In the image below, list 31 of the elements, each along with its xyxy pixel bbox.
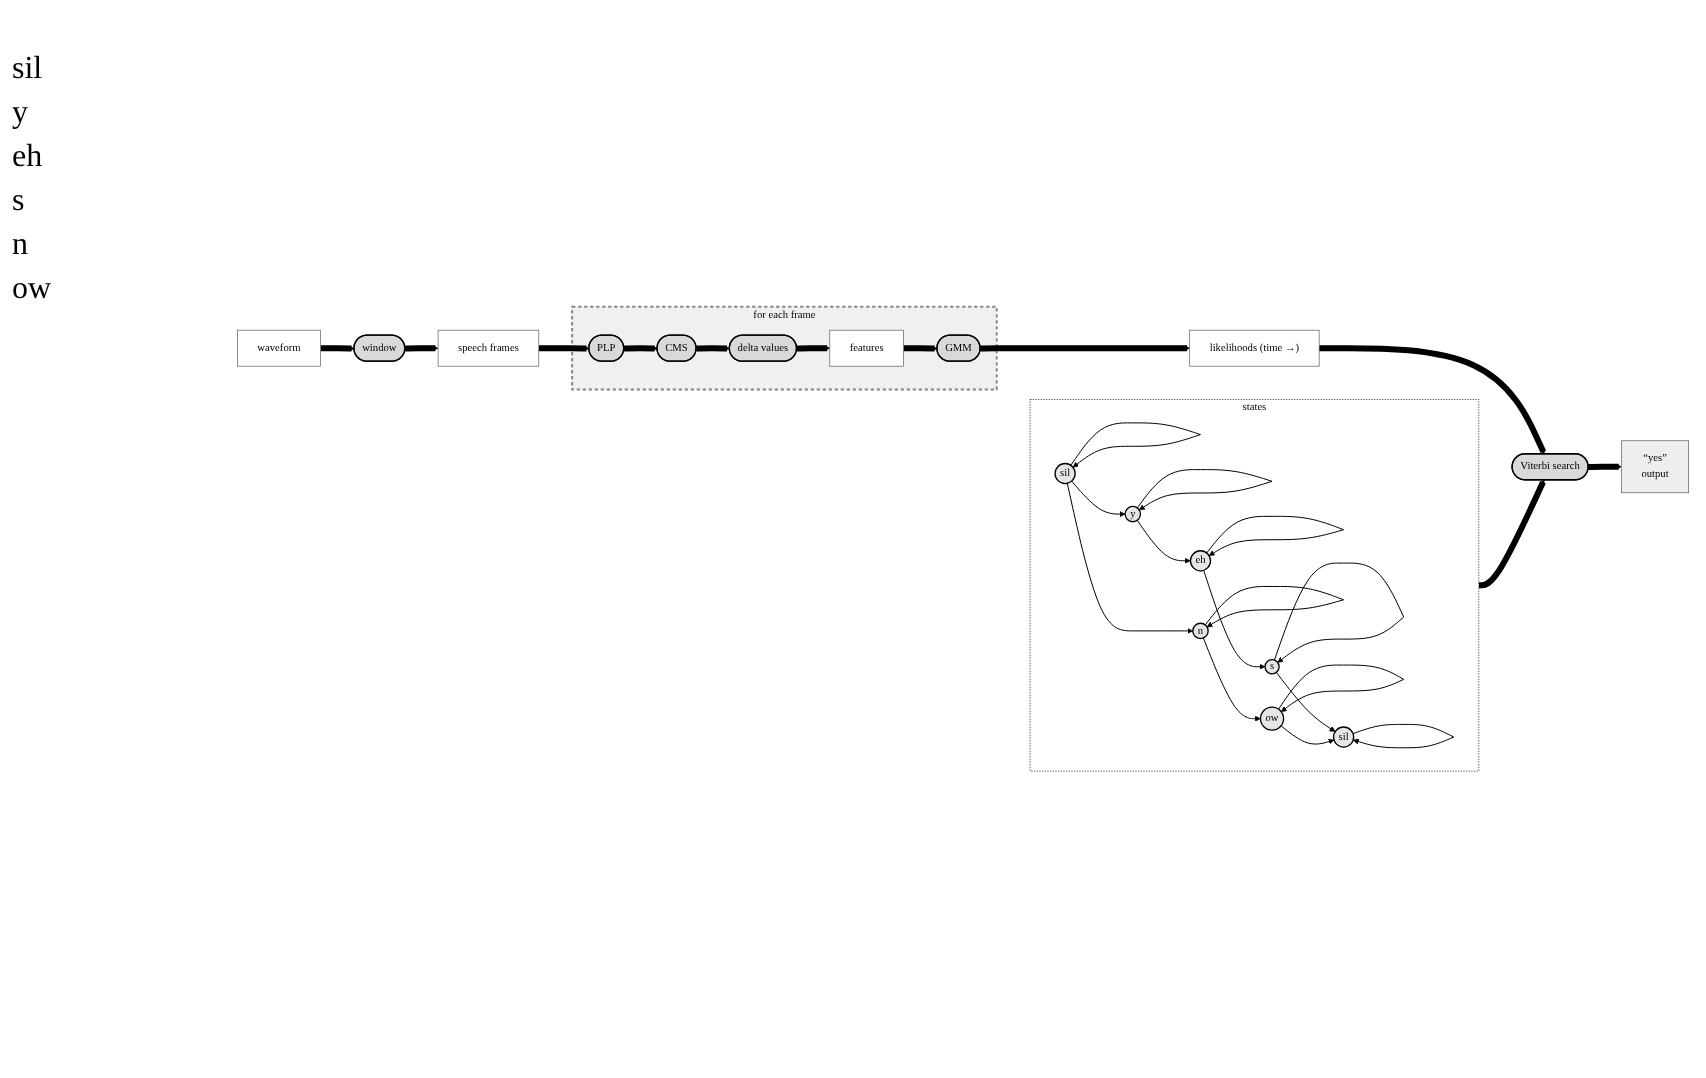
arrow (903, 345, 938, 352)
arrow (1273, 562, 1405, 663)
arrow (1206, 515, 1345, 556)
arrow (320, 345, 355, 352)
arrow (1071, 480, 1126, 517)
arrow (1066, 482, 1194, 634)
row-label: sil (12, 52, 45, 88)
arrow (696, 345, 730, 352)
row-label: s (12, 184, 27, 220)
arrow (1204, 585, 1345, 628)
row-label: y (12, 96, 30, 132)
arrow (1278, 664, 1405, 712)
arrow (1203, 569, 1266, 670)
row-label: ow (12, 272, 54, 308)
row-label: eh (12, 140, 45, 176)
arrow (1136, 469, 1273, 511)
arrow (1202, 637, 1261, 722)
arrow (1588, 463, 1622, 471)
row-label: n (12, 228, 30, 264)
arrow (623, 345, 658, 352)
arrow (980, 345, 1190, 352)
arrow (796, 345, 831, 352)
arrow (1478, 479, 1546, 589)
arrow (1136, 519, 1191, 564)
arrow (538, 345, 590, 352)
arrow (1275, 671, 1336, 732)
arrow (1319, 345, 1547, 455)
arrow (1352, 723, 1455, 749)
arrow (404, 345, 439, 352)
arrow (1070, 422, 1201, 468)
arrow (1280, 725, 1335, 745)
